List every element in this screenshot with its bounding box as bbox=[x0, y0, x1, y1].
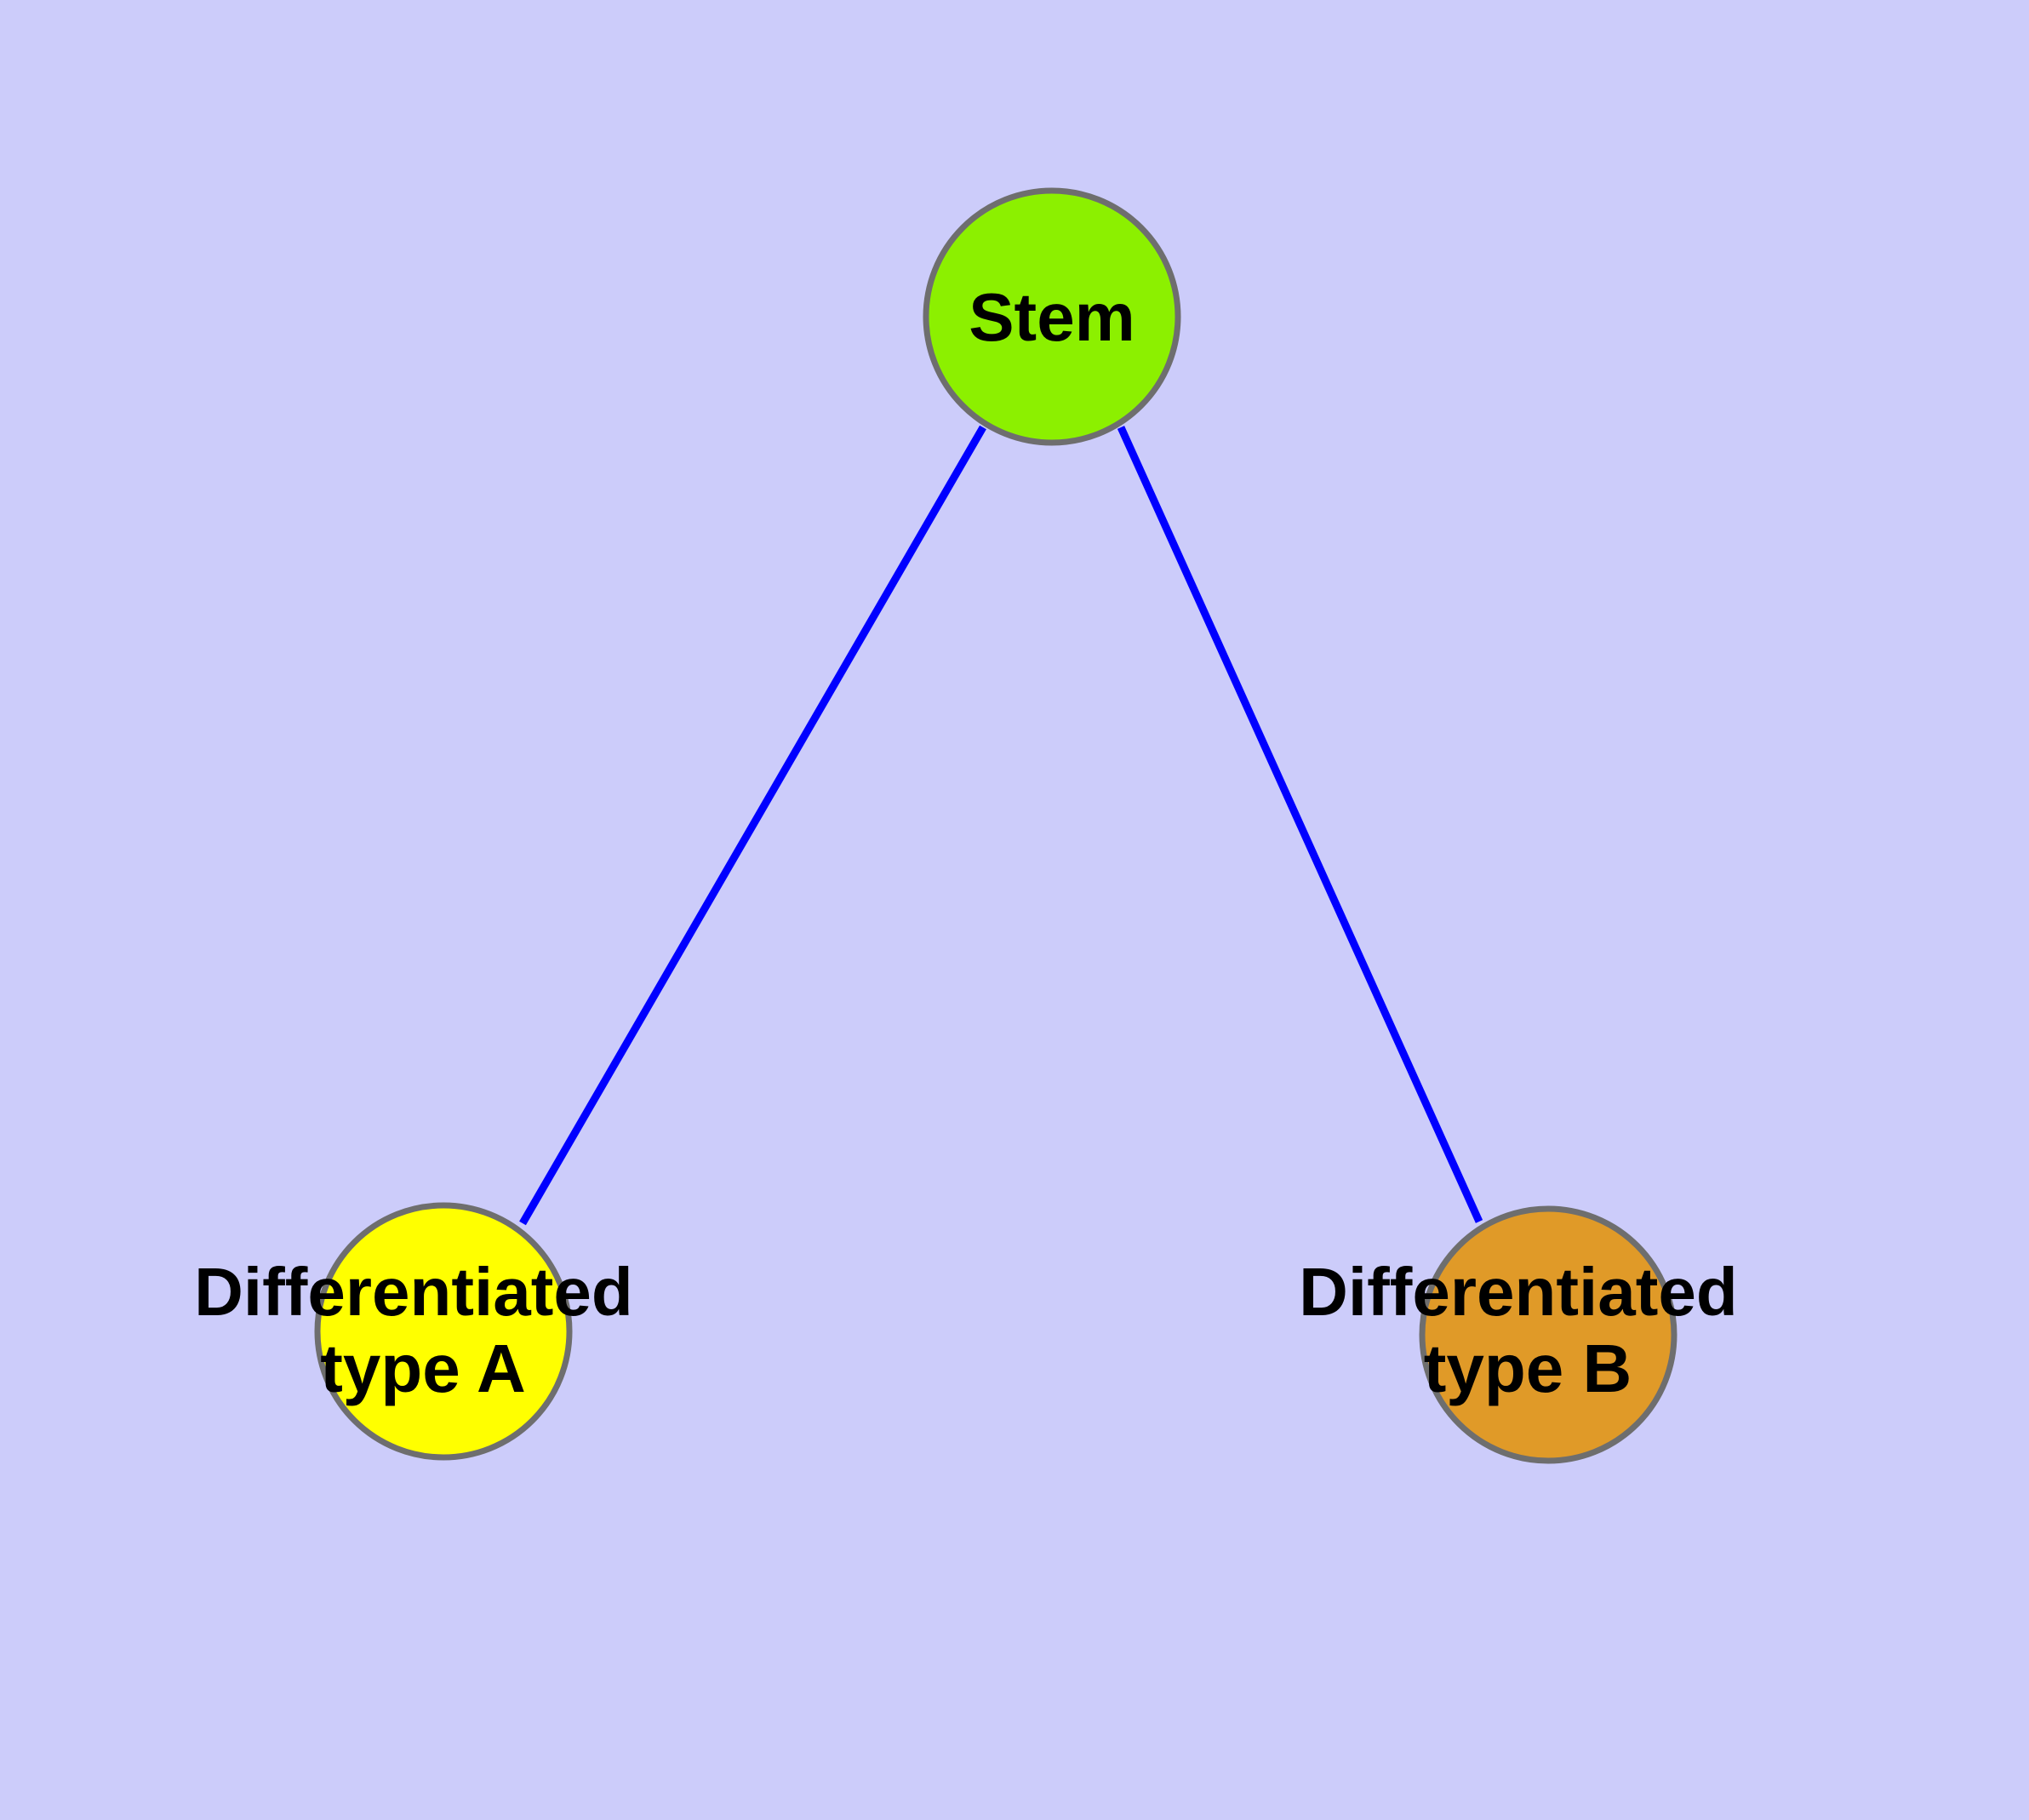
node-differentiated-type-a[interactable] bbox=[314, 1202, 573, 1461]
node-circle-differentiated-type-b[interactable] bbox=[1419, 1205, 1677, 1464]
edge-stem-to-differentiated-type-a[interactable] bbox=[519, 425, 986, 1226]
labels-group: Stem Differentiated type A Differentiate… bbox=[194, 279, 1757, 1406]
edges-group bbox=[519, 425, 1483, 1226]
node-label-differentiated-type-a-line1: Differentiated bbox=[194, 1254, 633, 1330]
node-label-differentiated-type-b-line2: type B bbox=[1424, 1331, 1632, 1406]
node-label-stem: Stem bbox=[969, 279, 1135, 355]
edge-stem-to-differentiated-type-b[interactable] bbox=[1117, 426, 1483, 1223]
node-label-stem-line1: Stem bbox=[969, 279, 1135, 355]
node-label-differentiated-type-b: Differentiated type B bbox=[1299, 1254, 1757, 1406]
node-label-differentiated-type-a: Differentiated type A bbox=[194, 1254, 652, 1406]
nodes-group bbox=[314, 187, 1677, 1464]
node-stem[interactable] bbox=[923, 187, 1181, 446]
node-circle-differentiated-type-a[interactable] bbox=[314, 1202, 573, 1461]
node-label-differentiated-type-b-line1: Differentiated bbox=[1299, 1254, 1738, 1330]
node-label-differentiated-type-a-line2: type A bbox=[320, 1331, 526, 1406]
node-differentiated-type-b[interactable] bbox=[1419, 1205, 1677, 1464]
node-circle-stem[interactable] bbox=[923, 187, 1181, 446]
